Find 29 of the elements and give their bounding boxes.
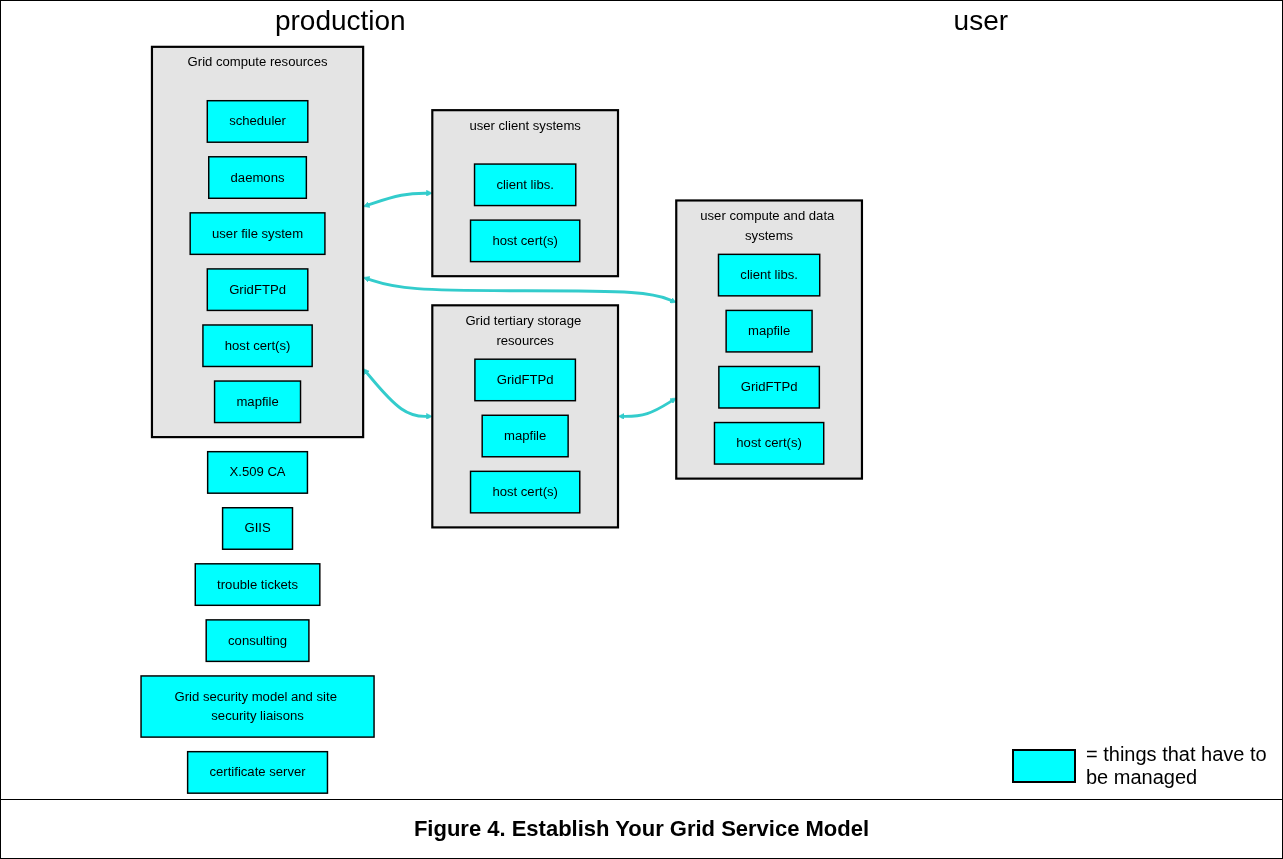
node-box: host cert(s): [202, 324, 313, 368]
arrow: [363, 190, 433, 208]
node-box: Grid security model and site security liaisons: [140, 675, 375, 738]
node-box: host cert(s): [469, 219, 581, 263]
arrow: [363, 368, 433, 420]
section-heading: production: [274, 5, 406, 37]
node-box: GridFTPd: [474, 358, 577, 402]
section-heading: user: [953, 5, 1009, 37]
node-box: user file system: [189, 212, 326, 256]
node-box: certificate server: [186, 750, 329, 794]
node-box: daemons: [208, 156, 308, 199]
node-box: consulting: [205, 619, 310, 663]
node-box: mapfile: [213, 380, 302, 424]
node-box: GridFTPd: [718, 365, 821, 409]
figure-caption: Figure 4. Establish Your Grid Service Model: [1, 799, 1282, 858]
node-box: GridFTPd: [206, 268, 309, 312]
arrow: [363, 276, 677, 304]
node-box: host cert(s): [469, 470, 581, 514]
node-box: mapfile: [725, 309, 813, 353]
legend-text: = things that have to be managed: [1086, 743, 1268, 789]
node-box: scheduler: [206, 99, 309, 143]
node-box: GIIS: [221, 507, 294, 550]
node-box: X.509 CA: [206, 450, 309, 494]
node-box: trouble tickets: [194, 563, 321, 607]
node-box: client libs.: [717, 253, 821, 297]
node-box: mapfile: [481, 414, 569, 458]
arrow: [618, 397, 677, 420]
node-box: client libs.: [473, 163, 577, 207]
node-box: host cert(s): [713, 421, 825, 465]
